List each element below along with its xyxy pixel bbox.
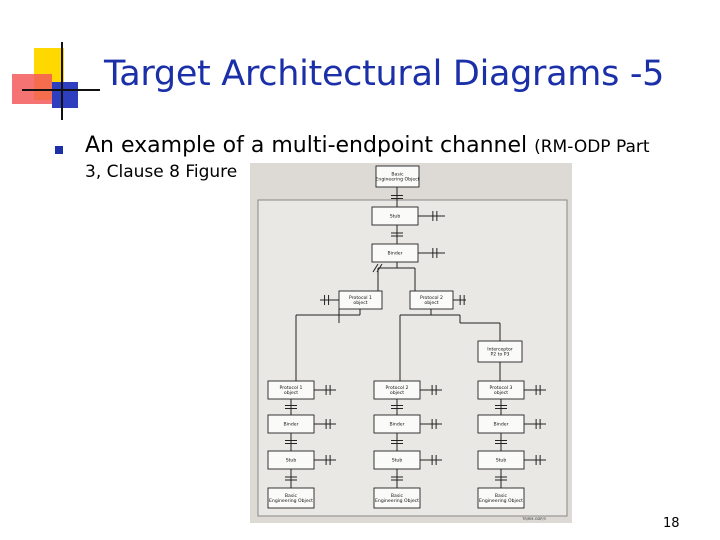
box-top-binder: Binder bbox=[371, 243, 419, 263]
bullet-text-line-2: 3, Clause 8 Figure bbox=[85, 162, 238, 182]
box-binder-left: Binder bbox=[267, 414, 315, 434]
box-binder-middle: Binder bbox=[373, 414, 421, 434]
box-engineering-object-middle-label-1: Basic bbox=[391, 493, 404, 499]
box-top-stub-rect bbox=[371, 206, 419, 226]
box-protocol-left-label-1: Protocol 1 bbox=[280, 385, 303, 391]
box-stub-left: Stub bbox=[267, 450, 315, 470]
box-binder-left-rect bbox=[267, 414, 315, 434]
box-protocol-1-top-rect bbox=[338, 290, 383, 310]
box-top-binder-rect bbox=[371, 243, 419, 263]
box-stub-middle: Stub bbox=[373, 450, 421, 470]
box-interceptor-rect bbox=[477, 340, 523, 363]
connector-line bbox=[372, 263, 379, 273]
box-top-stub-label-1: Stub bbox=[390, 214, 401, 220]
box-protocol-1-top-label-1: Protocol 1 bbox=[349, 295, 372, 301]
box-stub-right: Stub bbox=[477, 450, 525, 470]
box-binder-middle-rect bbox=[373, 414, 421, 434]
bullet-text-line-1: An example of a multi-endpoint channel (… bbox=[85, 133, 650, 158]
box-binder-right: Binder bbox=[477, 414, 525, 434]
box-top-engineering-object-rect bbox=[375, 165, 420, 188]
bullet-square-icon bbox=[55, 146, 63, 154]
box-engineering-object-right-label-1: Basic bbox=[495, 493, 508, 499]
box-protocol-middle-label-1: Protocol 2 bbox=[386, 385, 409, 391]
box-engineering-object-right-label-2: Engineering Object bbox=[479, 498, 523, 504]
box-protocol-middle-label-2: object bbox=[390, 390, 404, 396]
box-protocol-2-top-label-2: object bbox=[424, 300, 438, 306]
box-engineering-object-middle-label-2: Engineering Object bbox=[375, 498, 419, 504]
box-top-stub: Stub bbox=[371, 206, 419, 226]
decorative-vertical-line bbox=[61, 42, 63, 120]
box-protocol-right-rect bbox=[477, 380, 525, 400]
box-protocol-middle-rect bbox=[373, 380, 421, 400]
box-stub-right-rect bbox=[477, 450, 525, 470]
diagram-connectors bbox=[285, 187, 546, 488]
box-top-binder-label-1: Binder bbox=[388, 251, 403, 257]
box-stub-middle-rect bbox=[373, 450, 421, 470]
box-binder-left-label-1: Binder bbox=[284, 422, 299, 428]
box-engineering-object-left-label-1: Basic bbox=[285, 493, 298, 499]
box-binder-right-label-1: Binder bbox=[494, 422, 509, 428]
box-protocol-2-top-label-1: Protocol 2 bbox=[420, 295, 443, 301]
box-stub-left-rect bbox=[267, 450, 315, 470]
figure-code: TR/RM-ODP/3 bbox=[521, 517, 546, 521]
box-stub-left-label-1: Stub bbox=[286, 458, 297, 464]
slide-title: Target Architectural Diagrams -5 bbox=[104, 54, 665, 94]
box-engineering-object-left-rect bbox=[267, 487, 315, 509]
box-binder-middle-label-1: Binder bbox=[390, 422, 405, 428]
connector-line bbox=[376, 263, 383, 273]
box-binder-right-rect bbox=[477, 414, 525, 434]
bullet-main-text: An example of a multi-endpoint channel bbox=[85, 133, 535, 158]
box-protocol-left-rect bbox=[267, 380, 315, 400]
decorative-horizontal-line bbox=[22, 89, 100, 91]
box-engineering-object-middle-rect bbox=[373, 487, 421, 509]
box-stub-middle-label-1: Stub bbox=[392, 458, 403, 464]
box-interceptor-label-1: Interceptor bbox=[487, 347, 513, 353]
bullet-reference-text: (RM-ODP Part bbox=[534, 137, 650, 157]
box-protocol-1-top-label-2: object bbox=[353, 300, 367, 306]
box-engineering-object-left-label-2: Engineering Object bbox=[269, 498, 313, 504]
box-top-engineering-object-label-1: Basic bbox=[391, 172, 404, 178]
box-protocol-right-label-1: Protocol 3 bbox=[490, 385, 513, 391]
box-engineering-object-right-rect bbox=[477, 487, 525, 509]
box-protocol-right-label-2: object bbox=[494, 390, 508, 396]
page-number: 18 bbox=[663, 516, 680, 531]
box-interceptor-label-2: P2 to P3 bbox=[491, 352, 510, 358]
decorative-blue-square bbox=[52, 82, 78, 108]
box-protocol-left-label-2: object bbox=[284, 390, 298, 396]
box-top-engineering-object-label-2: Engineering Object bbox=[376, 177, 420, 183]
box-protocol-2-top-rect bbox=[409, 290, 454, 310]
box-stub-right-label-1: Stub bbox=[496, 458, 507, 464]
